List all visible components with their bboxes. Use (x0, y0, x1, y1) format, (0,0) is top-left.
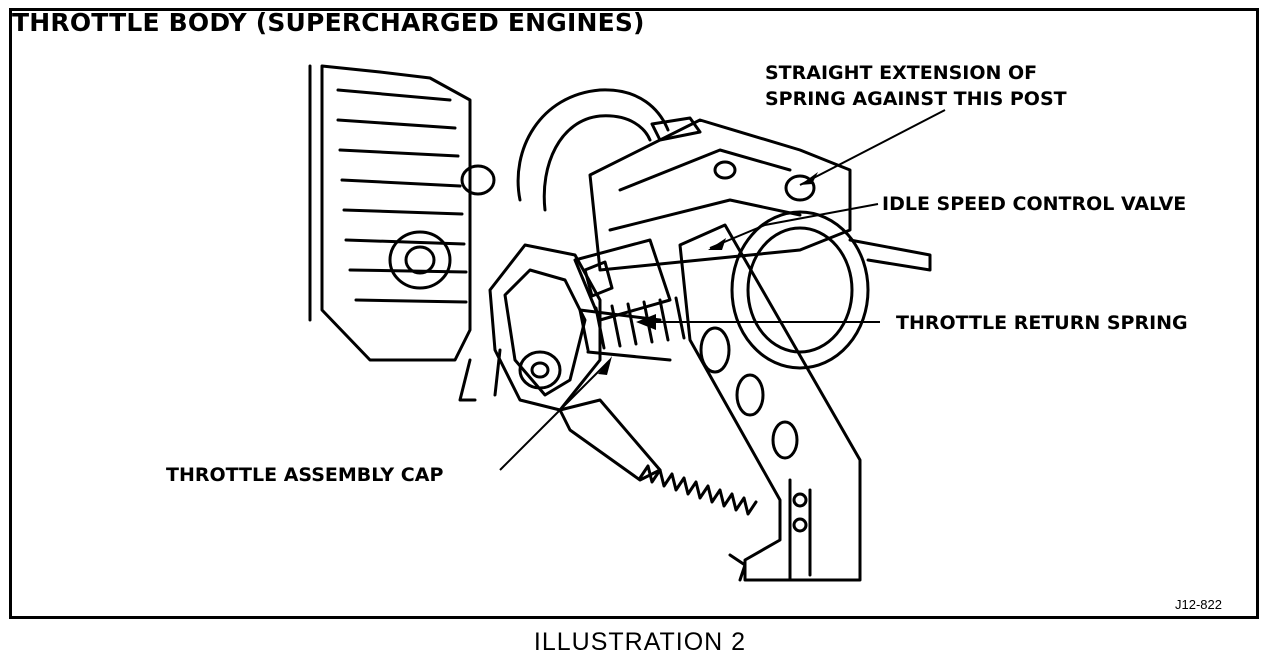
idle-speed-valve (573, 238, 672, 322)
arrowhead-idle (708, 238, 726, 250)
arrowhead-cap (598, 356, 612, 375)
label-assembly-cap: THROTTLE ASSEMBLY CAP (166, 464, 444, 486)
upper-hose (516, 88, 670, 212)
label-straight-extension-line2: SPRING AGAINST THIS POST (765, 88, 1067, 110)
leader-straight-extension (799, 109, 946, 186)
label-idle-speed-valve: IDLE SPEED CONTROL VALVE (882, 193, 1187, 215)
extension-spring (638, 464, 758, 516)
leader-idle-speed-valve (709, 203, 879, 249)
arrowhead-spring (636, 314, 656, 330)
label-straight-extension: STRAIGHT EXTENSION OF (765, 62, 1038, 84)
diagram-title: THROTTLE BODY (SUPERCHARGED ENGINES) (12, 8, 645, 37)
figure-caption: ILLUSTRATION 2 (533, 628, 747, 656)
engine-block-outline (320, 64, 472, 362)
throttle-cap (488, 243, 602, 412)
arrowhead-extension (800, 172, 818, 185)
throttle-housing (588, 118, 852, 272)
leader-assembly-cap (499, 359, 611, 471)
throttle-bracket (678, 223, 862, 582)
figure-id: J12-822 (1175, 597, 1222, 612)
throttle-bore (730, 210, 870, 370)
diagram-frame (9, 8, 1259, 619)
label-return-spring: THROTTLE RETURN SPRING (896, 312, 1188, 334)
